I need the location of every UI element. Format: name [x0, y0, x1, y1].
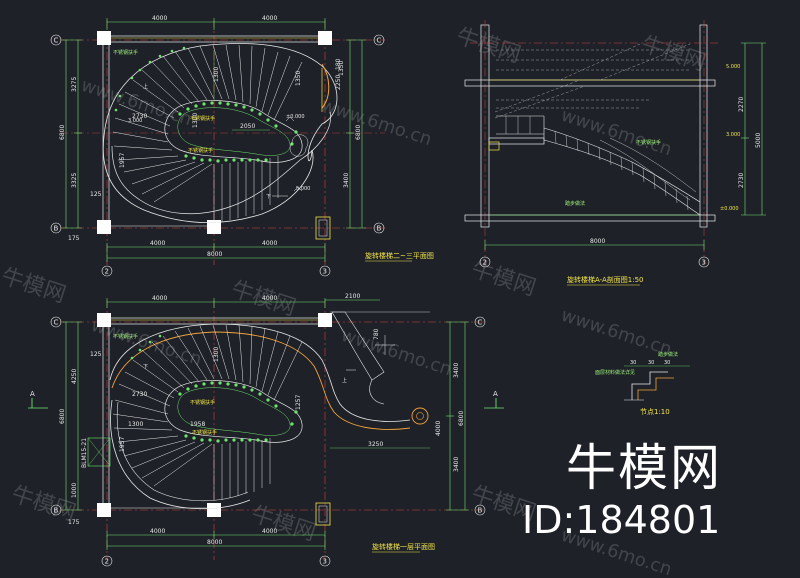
grid-label: C [377, 37, 382, 45]
dim-bottom: 4000 [262, 528, 277, 535]
dim-left: 1000 [71, 483, 78, 498]
section-elev: 3.000 [726, 132, 740, 138]
section-dim: 2730 [738, 173, 745, 188]
inner-dim: 3250 [368, 441, 383, 448]
inner-dim: 1350 [295, 71, 302, 86]
drawing-title: 旋转楼梯一层平面图 [372, 542, 435, 551]
grid-label: C [54, 319, 59, 327]
grid-label: B [377, 225, 382, 233]
handrail-note: 不锈钢扶手 [113, 333, 138, 340]
grid-label: 2 [483, 259, 487, 267]
grid-label: C [478, 319, 483, 327]
stair-note: 不锈钢扶手 [192, 429, 217, 436]
detail-view: 30 30 30 踏步做法 面层材料做法详见 节点1:10 [595, 351, 690, 416]
inner-dim: 2730 [132, 113, 147, 120]
grid-label: C [54, 37, 59, 45]
section-mark: A [493, 390, 498, 398]
dim-left: 175 [68, 519, 80, 526]
dim-right: 3400 [453, 457, 460, 472]
inner-dim: 780 [373, 328, 380, 340]
dim-right-top: 2100 [345, 293, 360, 300]
stair-note: 不锈钢扶手 [188, 147, 213, 154]
handrail-note: 不锈钢扶手 [113, 49, 138, 56]
dim-right: 3400 [453, 363, 460, 378]
dim-right: 3400 [343, 173, 350, 188]
detail-dim: 30 [664, 360, 670, 366]
stair-note: 不锈钢扶手 [190, 399, 215, 406]
grid-label: 2 [105, 268, 109, 276]
dim-top: 4000 [262, 295, 277, 302]
section-mark: A [30, 390, 35, 398]
section-note: 不锈钢扶手 [636, 139, 661, 146]
grid-label: 3 [323, 268, 327, 276]
grid-label: 2 [105, 558, 109, 566]
section-note: 踏步做法 [565, 200, 585, 207]
direction-note: 上 [143, 83, 148, 90]
detail-note: 面层材料做法详见 [595, 369, 635, 376]
inner-dim: 1958 [190, 421, 205, 428]
dim-left: 125 [90, 191, 102, 198]
stair-note: 不锈钢扶手 [190, 115, 215, 122]
drawing-title: 旋转楼梯A-A剖面图1:50 [567, 275, 644, 284]
dim-top: 4000 [152, 295, 167, 302]
inner-dim: 1300 [213, 67, 220, 82]
elevation-label: ±0.000 [286, 114, 305, 120]
elevation-label: 3.000 [128, 118, 142, 124]
direction-note: 下 [266, 194, 271, 200]
section-view: 2270 5000 2730 5.000 3.000 ±0.000 不锈钢扶手 … [464, 20, 766, 286]
dim-total: 8000 [207, 539, 222, 546]
inner-dim: 1957 [119, 437, 126, 452]
dim-top: 4000 [152, 15, 167, 22]
brand-id: ID:184801 [522, 498, 721, 542]
dim-left: 3275 [71, 77, 78, 92]
grid-label: B [54, 225, 59, 233]
section-dim: 2270 [738, 97, 745, 112]
plan-top: 4000 4000 4000 4000 8000 3275 6800 3325 … [50, 15, 434, 277]
dim-left: 175 [68, 235, 80, 242]
dim-right: 2250 [335, 75, 342, 90]
grid-label: 3 [702, 259, 706, 267]
dim-left: 6800 [59, 409, 66, 424]
detail-dim: 30 [630, 360, 636, 366]
dim-right: 6800 [458, 411, 465, 426]
inner-dim: 1957 [119, 153, 126, 168]
direction-note: 下 [143, 364, 148, 370]
grid-label: B [54, 507, 59, 515]
inner-dim: 1300 [213, 347, 220, 362]
drawing-title: 旋转楼梯二~三平面图 [365, 251, 434, 260]
grid-label: B [478, 507, 483, 515]
section-dim: 5000 [755, 133, 762, 148]
dim-right: 6800 [355, 125, 362, 140]
inner-dim: 1300 [192, 113, 199, 128]
section-elev: 5.000 [726, 64, 740, 70]
dim-right: 180 [335, 58, 342, 70]
grid-label: 3 [323, 558, 327, 566]
section-dim-total: 8000 [590, 238, 605, 245]
dim-bottom: 4000 [150, 240, 165, 247]
plan-bottom: 4000 4000 2100 4000 4000 8000 4250 6800 … [28, 293, 504, 567]
inner-dim: 1300 [128, 421, 143, 428]
drawing-title: 节点1:10 [640, 408, 670, 416]
brand-name: 牛模网 [566, 439, 722, 497]
dim-left: 3325 [71, 173, 78, 188]
dim-bottom: 4000 [262, 240, 277, 247]
detail-dim: 30 [648, 360, 654, 366]
section-elev: ±0.000 [720, 206, 739, 212]
detail-note: 踏步做法 [658, 351, 678, 358]
elevation-label: 5.000 [296, 186, 310, 192]
inner-dim: 1257 [295, 395, 302, 410]
dim-bottom: 4000 [150, 528, 165, 535]
dim-total: 8000 [207, 251, 222, 258]
inner-dim: 4000 [435, 421, 442, 436]
inner-dim: 2050 [240, 123, 255, 130]
door-label: BLM15-21 [81, 438, 88, 468]
dim-left: 6800 [59, 125, 66, 140]
direction-note: 上 [342, 377, 347, 384]
dim-top: 4000 [262, 15, 277, 22]
inner-dim: 2730 [132, 391, 147, 398]
dim-left: 4250 [71, 369, 78, 384]
inner-dim: 1350 [338, 61, 345, 76]
dim-left: 125 [90, 351, 102, 358]
